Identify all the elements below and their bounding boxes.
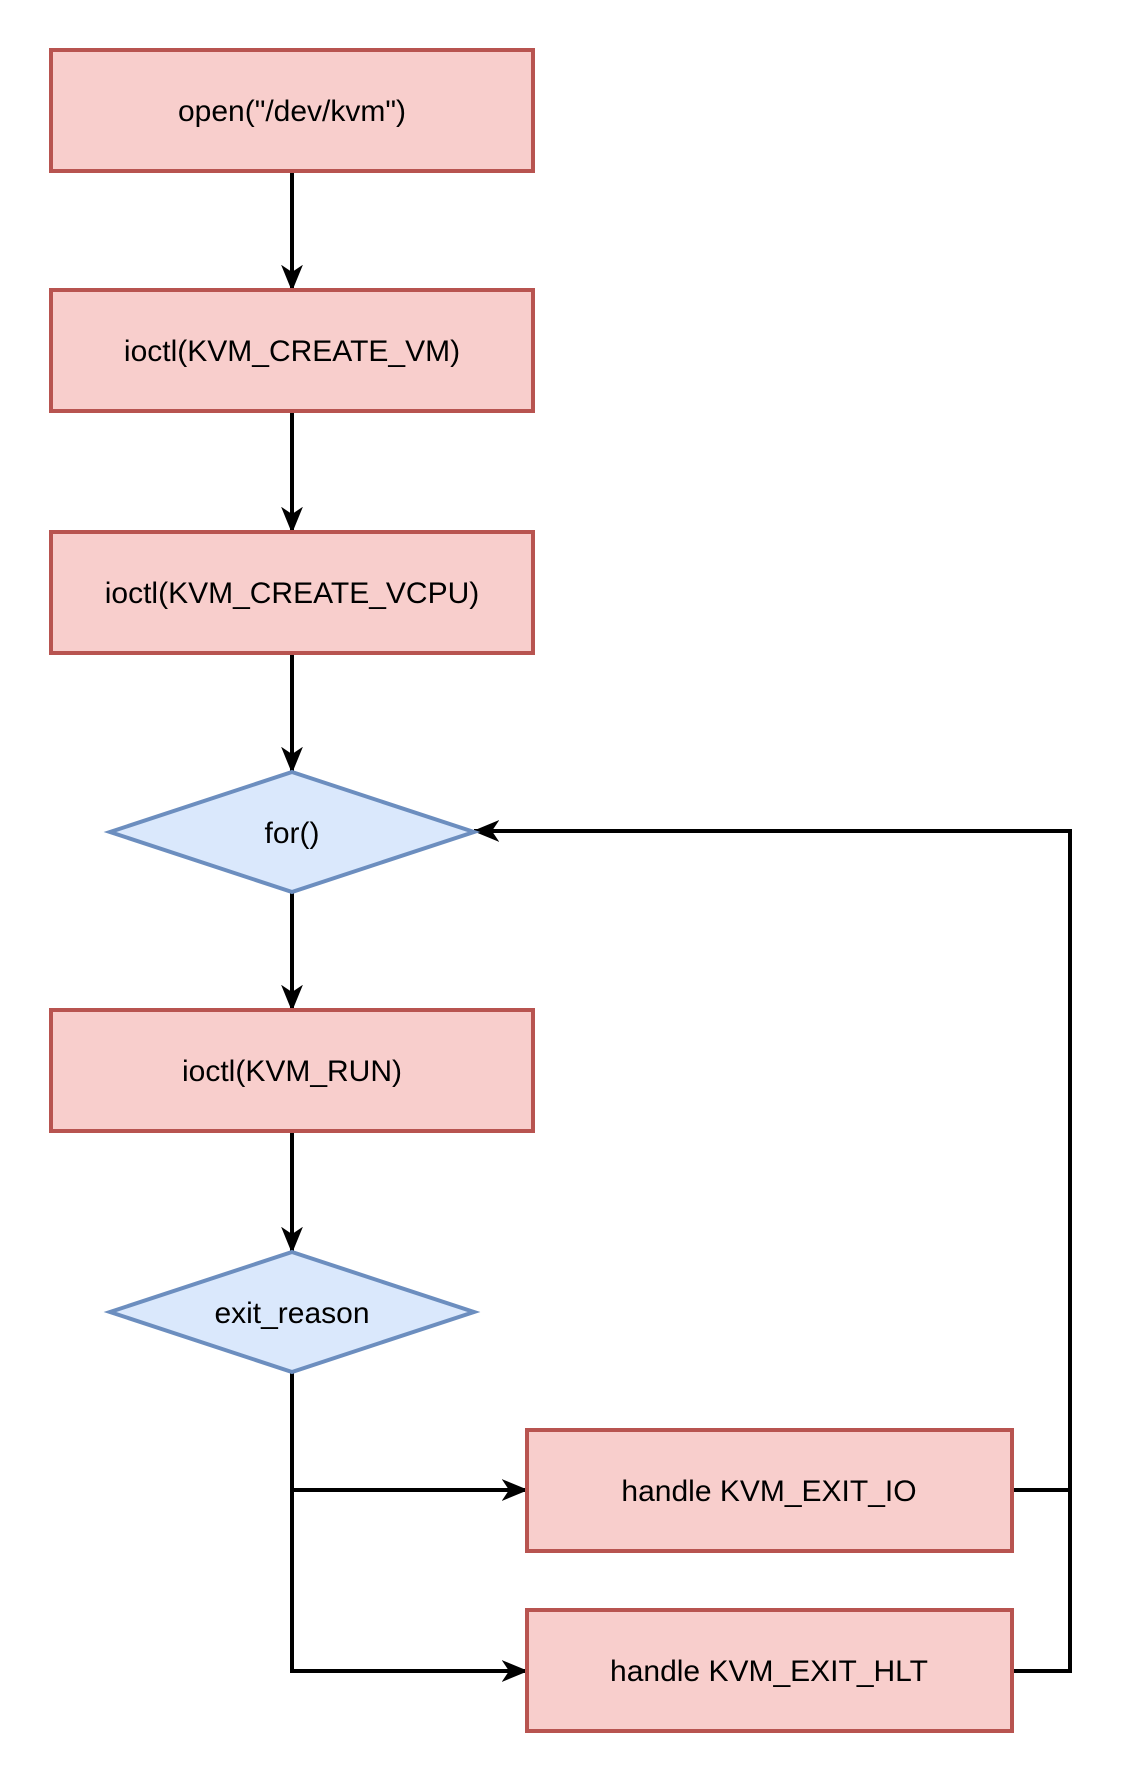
node-kvm-run-box	[49, 1008, 535, 1133]
node-handle-io-box	[525, 1428, 1014, 1553]
edge-loop-back-to-for	[474, 831, 1072, 1673]
node-exit-reason: exit_reason	[103, 1249, 481, 1375]
node-for-loop-diamond	[103, 769, 481, 895]
node-exit-reason-label: exit_reason	[214, 1297, 369, 1330]
node-for-loop: for()	[103, 769, 481, 895]
node-handle-io-label: handle KVM_EXIT_IO	[621, 1475, 916, 1508]
node-create-vcpu-label: ioctl(KVM_CREATE_VCPU)	[105, 577, 480, 610]
edge-exit-reason-to-handle-hlt	[290, 1490, 527, 1671]
node-exit-reason-diamond	[103, 1249, 481, 1375]
node-create-vcpu-box	[49, 530, 535, 655]
node-create-vcpu: ioctl(KVM_CREATE_VCPU)	[49, 530, 535, 655]
node-open-label: open("/dev/kvm")	[178, 95, 406, 128]
node-handle-hlt-box	[525, 1608, 1014, 1733]
node-handle-hlt: handle KVM_EXIT_HLT	[525, 1608, 1014, 1733]
node-open-box	[49, 48, 535, 173]
node-create-vm-box	[49, 288, 535, 413]
node-handle-io: handle KVM_EXIT_IO	[525, 1428, 1014, 1553]
node-create-vm: ioctl(KVM_CREATE_VM)	[49, 288, 535, 413]
node-create-vm-label: ioctl(KVM_CREATE_VM)	[124, 335, 460, 368]
node-kvm-run-label: ioctl(KVM_RUN)	[182, 1055, 402, 1088]
node-kvm-run: ioctl(KVM_RUN)	[49, 1008, 535, 1133]
node-handle-hlt-label: handle KVM_EXIT_HLT	[610, 1655, 928, 1688]
edge-exit-reason-to-handle-io	[290, 1372, 527, 1490]
node-for-loop-label: for()	[265, 817, 320, 850]
node-open: open("/dev/kvm")	[49, 48, 535, 173]
